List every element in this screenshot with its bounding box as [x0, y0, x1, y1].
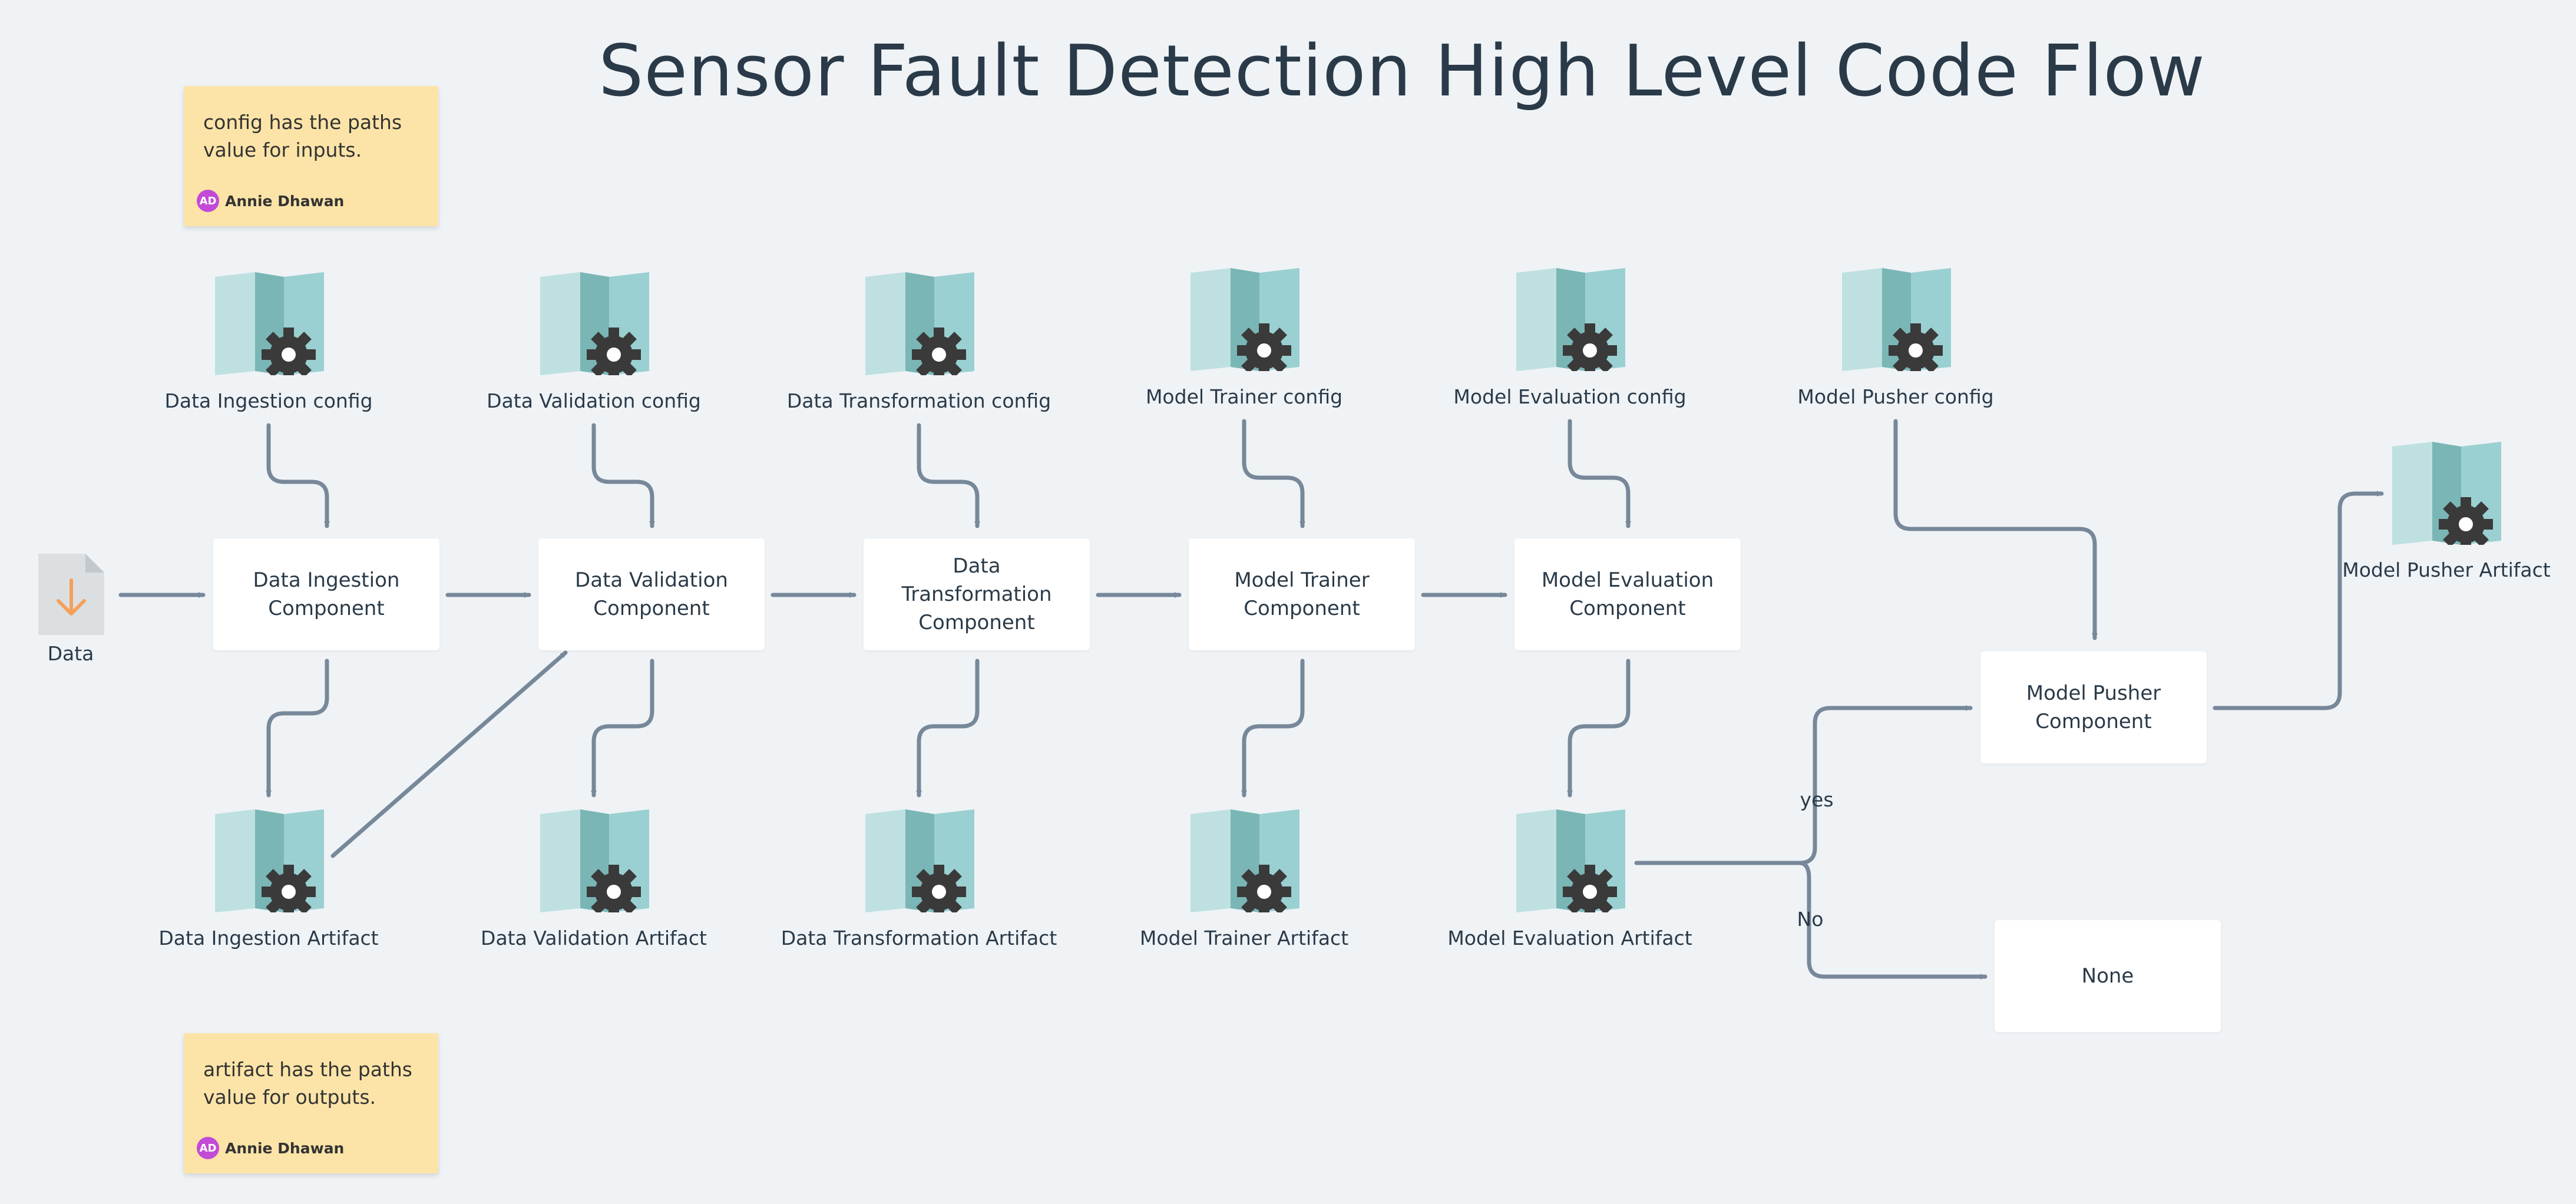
sticky-note-config[interactable]: config has the paths value for inputs. A… [184, 86, 438, 226]
connector-transformation-artifact [916, 659, 980, 798]
artifact-label: Model Trainer Artifact [1139, 927, 1349, 950]
component-data-ingestion[interactable]: Data Ingestion Component [213, 538, 439, 650]
artifact-map-icon[interactable] [865, 809, 974, 912]
artifact-map-icon[interactable] [1191, 809, 1299, 912]
connector-config-validation [591, 423, 655, 528]
connector-ingestion-artifact-validation [330, 650, 568, 858]
none-box[interactable]: None [1995, 920, 2221, 1032]
note-text: config has the paths value for inputs. [203, 111, 402, 161]
edge-label-no: No [1797, 908, 1824, 931]
avatar: AD [197, 1137, 219, 1159]
component-data-transformation[interactable]: Data Transformation Component [864, 538, 1090, 650]
component-label: Data Ingestion Component [253, 568, 400, 620]
artifact-map-icon[interactable] [215, 809, 324, 912]
connector-config-evaluation [1568, 419, 1631, 528]
note-author: AD Annie Dhawan [197, 1137, 344, 1159]
config-map-icon[interactable] [540, 272, 649, 375]
connector-config-ingestion [266, 423, 330, 528]
component-data-validation[interactable]: Data Validation Component [538, 538, 765, 650]
artifact-label: Data Transformation Artifact [781, 927, 1057, 950]
config-map-icon[interactable] [1516, 268, 1625, 371]
author-name: Annie Dhawan [225, 192, 345, 210]
artifact-map-icon[interactable] [2392, 442, 2501, 545]
config-map-icon[interactable] [1842, 268, 1951, 371]
component-label: Model Evaluation Component [1541, 568, 1714, 620]
connector-validation-artifact [591, 659, 654, 798]
config-map-icon[interactable] [865, 272, 974, 375]
connector-evaluation-yes [1634, 705, 1973, 865]
config-map-icon[interactable] [1191, 268, 1299, 371]
artifact-map-icon[interactable] [540, 809, 649, 912]
note-author: AD Annie Dhawan [197, 190, 344, 212]
component-label: Data Transformation Component [901, 554, 1052, 634]
author-name: Annie Dhawan [225, 1139, 345, 1157]
config-label: Data Validation config [487, 389, 701, 412]
artifact-label: Data Ingestion Artifact [158, 927, 379, 950]
config-label: Model Pusher config [1797, 385, 1994, 408]
data-label: Data [47, 642, 94, 665]
component-model-pusher[interactable]: Model Pusher Component [1980, 651, 2207, 763]
connector-evaluation-no [1797, 861, 1988, 980]
config-label: Data Ingestion config [164, 389, 373, 412]
connector-config-trainer [1242, 419, 1305, 528]
connector-ingestion-artifact [266, 659, 329, 798]
data-file-icon[interactable] [38, 554, 104, 635]
artifact-map-icon[interactable] [1516, 809, 1625, 912]
page-title: Sensor Fault Detection High Level Code F… [598, 31, 2205, 113]
artifact-label: Model Pusher Artifact [2342, 558, 2551, 581]
component-label: Data Validation Component [575, 568, 728, 620]
component-label: Model Trainer Component [1234, 568, 1370, 620]
config-label: Model Evaluation config [1453, 385, 1687, 408]
sticky-note-artifact[interactable]: artifact has the paths value for outputs… [184, 1033, 438, 1173]
component-model-evaluation[interactable]: Model Evaluation Component [1514, 538, 1741, 650]
config-label: Model Trainer config [1145, 385, 1343, 408]
note-text: artifact has the paths value for outputs… [203, 1058, 412, 1109]
none-label: None [2081, 964, 2134, 988]
connector-config-pusher [1893, 419, 2098, 640]
avatar: AD [197, 190, 219, 212]
artifact-label: Model Evaluation Artifact [1447, 927, 1692, 950]
connector-evaluation-artifact [1567, 659, 1631, 798]
connector-trainer-artifact [1241, 659, 1305, 798]
component-model-trainer[interactable]: Model Trainer Component [1189, 538, 1415, 650]
artifact-label: Data Validation Artifact [481, 927, 707, 950]
config-map-icon[interactable] [215, 272, 324, 375]
edge-label-yes: yes [1800, 788, 1834, 811]
connector-config-transformation [917, 423, 980, 528]
config-label: Data Transformation config [786, 389, 1051, 412]
connector-pusher-artifact [2213, 491, 2384, 710]
component-label: Model Pusher Component [2026, 682, 2161, 733]
